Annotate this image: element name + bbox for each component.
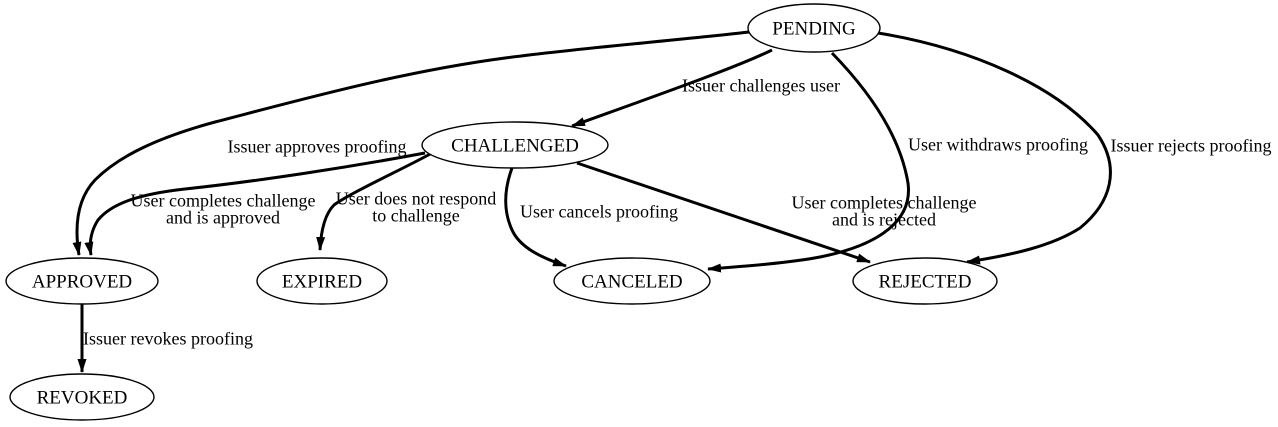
edge-label-challenged-approved-line1: User completes challenge [131,190,316,210]
edge-label-challenged-rejected-line2: and is rejected [832,209,936,229]
edge-pending-rejected [877,31,1112,265]
edge-challenged-expired [316,151,433,251]
edge-pending-approved [72,30,750,256]
node-label-expired: EXPIRED [282,272,362,293]
edge-label-challenged-rejected-line1: User completes challenge [792,192,977,212]
edge-label-approved-revoked-line1: Issuer revokes proofing [83,328,253,348]
edge-pending-challenged [571,48,773,128]
node-label-rejected: REJECTED [879,272,972,293]
edge-label-challenged-canceled-line1: User cancels proofing [520,201,678,221]
edge-label-challenged-approved-line2: and is approved [166,207,280,227]
node-label-approved: APPROVED [32,272,132,293]
edge-label-challenged-expired-line2: to challenge [372,205,459,225]
edge-challenged-approved [84,151,426,256]
node-rejected [852,257,998,305]
edge-challenged-canceled [504,167,567,268]
edge-label-challenged-expired-line1: User does not respond [336,188,496,208]
node-challenged [421,121,609,169]
node-expired [256,257,388,305]
node-label-challenged: CHALLENGED [451,136,579,157]
node-label-canceled: CANCELED [581,272,682,293]
edge-label-pending-rejected-line1: Issuer rejects proofing [1111,135,1272,155]
edge-label-pending-canceled-line1: User withdraws proofing [908,134,1088,154]
edges-layer [72,30,1112,373]
edge-challenged-rejected [576,161,871,264]
node-label-revoked: REVOKED [37,388,128,409]
node-label-pending: PENDING [772,19,856,40]
node-approved [5,257,159,305]
node-canceled [553,257,711,305]
edge-pending-canceled [707,51,910,273]
nodes-layer: PENDING CHALLENGED APPROVED EXPIRED CANCELED… [5,3,998,421]
edge-label-pending-approved-line1: Issuer approves proofing [228,136,407,156]
node-pending [747,3,881,53]
edge-label-pending-challenged-line1: Issuer challenges user [682,75,840,95]
node-revoked [9,373,155,421]
